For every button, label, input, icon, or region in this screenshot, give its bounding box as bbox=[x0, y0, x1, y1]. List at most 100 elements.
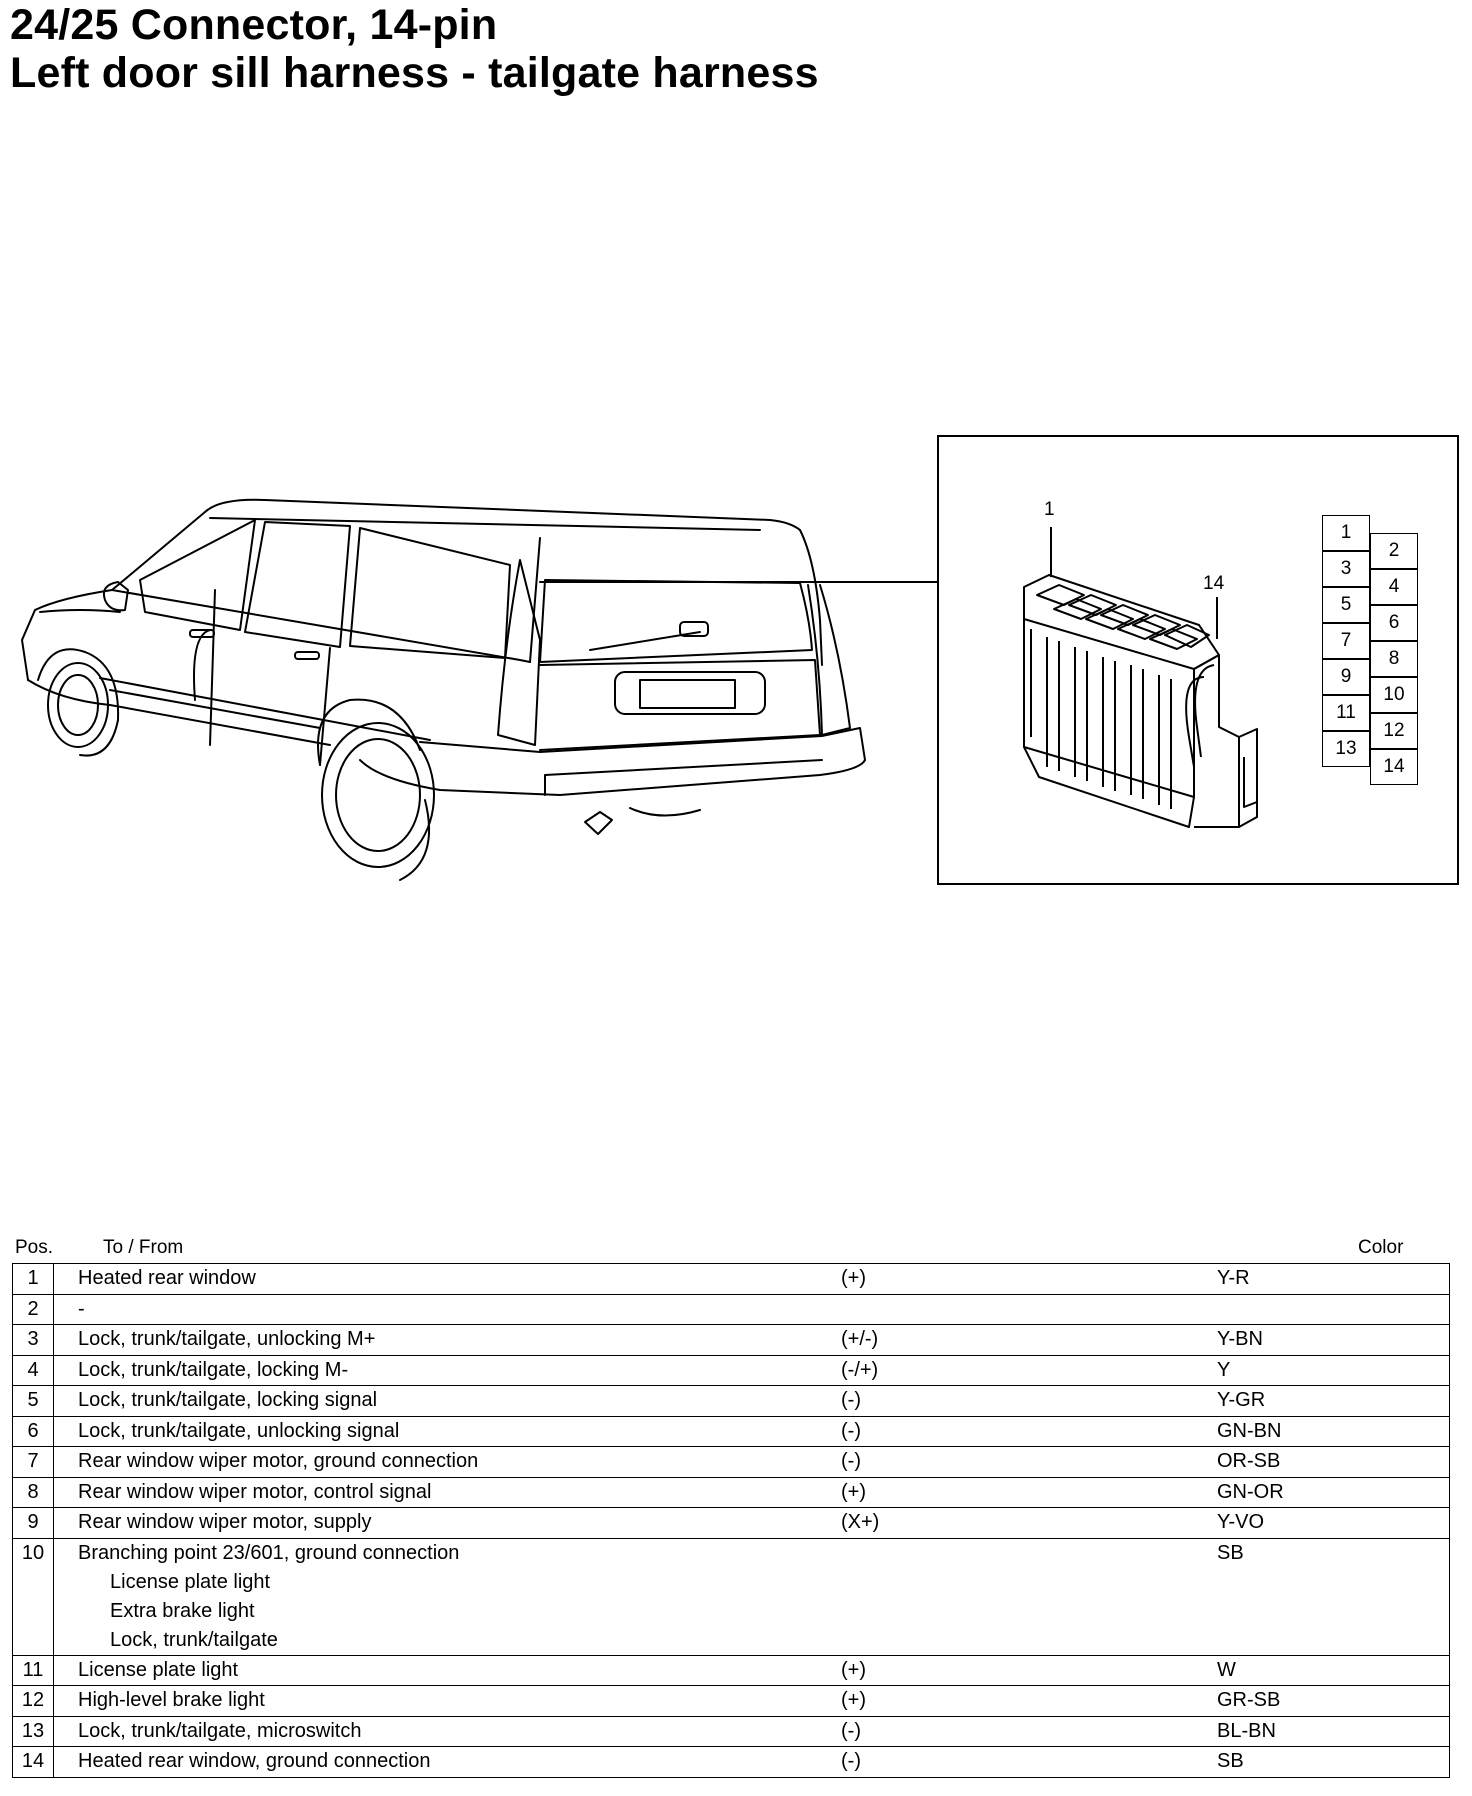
to-from-cell: Heated rear window bbox=[53, 1263, 841, 1295]
pin-label-14: 14 bbox=[1203, 573, 1225, 594]
polarity-cell: (+) bbox=[841, 1685, 1217, 1717]
pin-cell: 11 bbox=[1322, 695, 1370, 731]
to-from-text: Lock, trunk/tailgate, unlocking M+ bbox=[78, 1328, 376, 1350]
pos-cell: 9 bbox=[12, 1507, 54, 1539]
color-cell: Y-R bbox=[1217, 1263, 1450, 1295]
to-from-text: Heated rear window bbox=[78, 1267, 256, 1289]
to-from-text: High-level brake light bbox=[78, 1689, 265, 1711]
header-to-from: To / From bbox=[103, 1237, 184, 1258]
pos-cell: 8 bbox=[12, 1476, 54, 1508]
header-color: Color bbox=[1358, 1237, 1404, 1258]
polarity-cell: (-/+) bbox=[841, 1354, 1217, 1386]
pos-cell: 13 bbox=[12, 1715, 54, 1747]
to-from-cell: License plate light bbox=[53, 1654, 841, 1686]
color-cell: Y-GR bbox=[1217, 1385, 1450, 1417]
pin-cell: 5 bbox=[1322, 587, 1370, 623]
table-row: 2- bbox=[12, 1293, 1450, 1325]
color-cell: Y-BN bbox=[1217, 1324, 1450, 1356]
polarity-cell bbox=[841, 1537, 1217, 1656]
header-pos: Pos. bbox=[15, 1237, 54, 1258]
polarity-cell: (-) bbox=[841, 1415, 1217, 1447]
pin-label-1: 1 bbox=[1044, 499, 1055, 520]
to-from-cell: Heated rear window, ground connection bbox=[53, 1746, 841, 1778]
to-from-text: Lock, trunk/tailgate, locking M- bbox=[78, 1358, 349, 1381]
color-cell: SB bbox=[1217, 1537, 1450, 1656]
pos-cell: 7 bbox=[12, 1446, 54, 1478]
pin-cell: 4 bbox=[1370, 569, 1418, 605]
table-row: 4 Lock, trunk/tailgate, locking M- (-/+)Y bbox=[12, 1354, 1450, 1386]
color-cell: OR-SB bbox=[1217, 1446, 1450, 1478]
to-from-text: Rear window wiper motor, supply bbox=[78, 1511, 372, 1533]
to-from-text: Lock, trunk/tailgate, unlocking signal bbox=[78, 1419, 400, 1442]
pos-cell: 10 bbox=[12, 1537, 54, 1656]
polarity-cell: (-) bbox=[841, 1715, 1217, 1747]
pin-cell: 2 bbox=[1370, 533, 1418, 569]
pin-cell: 14 bbox=[1370, 749, 1418, 785]
pin-cell: 8 bbox=[1370, 641, 1418, 677]
page-subtitle: Left door sill harness - tailgate harnes… bbox=[10, 49, 819, 97]
color-cell: BL-BN bbox=[1217, 1715, 1450, 1747]
sub-item: Extra brake light bbox=[110, 1599, 255, 1622]
color-cell bbox=[1217, 1293, 1450, 1325]
to-from-text: Rear window wiper motor, ground connecti… bbox=[78, 1450, 479, 1472]
color-cell: W bbox=[1217, 1654, 1450, 1686]
pin-cell: 7 bbox=[1322, 623, 1370, 659]
polarity-cell: (+) bbox=[841, 1476, 1217, 1508]
pin-cell: 3 bbox=[1322, 551, 1370, 587]
to-from-cell: Lock, trunk/tailgate, unlocking signal bbox=[53, 1415, 841, 1447]
pos-cell: 2 bbox=[12, 1293, 54, 1325]
table-row: 9 Rear window wiper motor, supply (X+)Y-VO bbox=[12, 1507, 1450, 1539]
color-cell: GR-SB bbox=[1217, 1685, 1450, 1717]
table-row: 11 License plate light (+)W bbox=[12, 1654, 1450, 1686]
to-from-cell: Branching point 23/601, ground connectio… bbox=[53, 1537, 841, 1656]
polarity-cell: (+/-) bbox=[841, 1324, 1217, 1356]
to-from-cell: High-level brake light bbox=[53, 1685, 841, 1717]
to-from-cell: Rear window wiper motor, supply bbox=[53, 1507, 841, 1539]
polarity-cell: (+) bbox=[841, 1654, 1217, 1686]
polarity-cell: (+) bbox=[841, 1263, 1217, 1295]
table-row: 8 Rear window wiper motor, control signal… bbox=[12, 1476, 1450, 1508]
to-from-text: License plate light bbox=[78, 1658, 239, 1681]
pos-cell: 4 bbox=[12, 1354, 54, 1386]
to-from-text: - bbox=[78, 1297, 85, 1320]
color-cell: Y bbox=[1217, 1354, 1450, 1386]
to-from-cell: Rear window wiper motor, control signal bbox=[53, 1476, 841, 1508]
table-row: 7 Rear window wiper motor, ground connect… bbox=[12, 1446, 1450, 1478]
polarity-cell: (-) bbox=[841, 1746, 1217, 1778]
pos-cell: 5 bbox=[12, 1385, 54, 1417]
pin-cell: 1 bbox=[1322, 515, 1370, 551]
to-from-cell: Lock, trunk/tailgate, microswitch bbox=[53, 1715, 841, 1747]
pin-cell: 10 bbox=[1370, 677, 1418, 713]
to-from-text: Rear window wiper motor, control signal bbox=[78, 1480, 432, 1503]
page-title: 24/25 Connector, 14-pin bbox=[10, 1, 498, 49]
pos-cell: 14 bbox=[12, 1746, 54, 1778]
polarity-cell: (-) bbox=[841, 1446, 1217, 1478]
connector-drawing bbox=[1023, 527, 1258, 828]
sub-item: Lock, trunk/tailgate bbox=[110, 1628, 278, 1651]
polarity-cell: (X+) bbox=[841, 1507, 1217, 1539]
color-cell: Y-VO bbox=[1217, 1507, 1450, 1539]
to-from-text: Lock, trunk/tailgate, locking signal bbox=[78, 1389, 378, 1411]
polarity-cell: (-) bbox=[841, 1385, 1217, 1417]
color-cell: GN-OR bbox=[1217, 1476, 1450, 1508]
table-row: 5 Lock, trunk/tailgate, locking signal (-)… bbox=[12, 1385, 1450, 1417]
pos-cell: 6 bbox=[12, 1415, 54, 1447]
to-from-cell: Rear window wiper motor, ground connecti… bbox=[53, 1446, 841, 1478]
to-from-cell: Lock, trunk/tailgate, unlocking M+ bbox=[53, 1324, 841, 1356]
pos-cell: 11 bbox=[12, 1654, 54, 1686]
table-row: 6 Lock, trunk/tailgate, unlocking signal (… bbox=[12, 1415, 1450, 1447]
pin-cell: 12 bbox=[1370, 713, 1418, 749]
polarity-cell bbox=[841, 1293, 1217, 1325]
to-from-cell: Lock, trunk/tailgate, locking M- bbox=[53, 1354, 841, 1386]
sub-item: License plate light bbox=[110, 1570, 271, 1593]
pin-cell: 6 bbox=[1370, 605, 1418, 641]
pin-cell: 9 bbox=[1322, 659, 1370, 695]
connector-inset: 1 14 1 3 5 7 9 11 13 2 4 6 8 10 12 14 bbox=[937, 435, 1459, 885]
pin-cell: 13 bbox=[1322, 731, 1370, 767]
